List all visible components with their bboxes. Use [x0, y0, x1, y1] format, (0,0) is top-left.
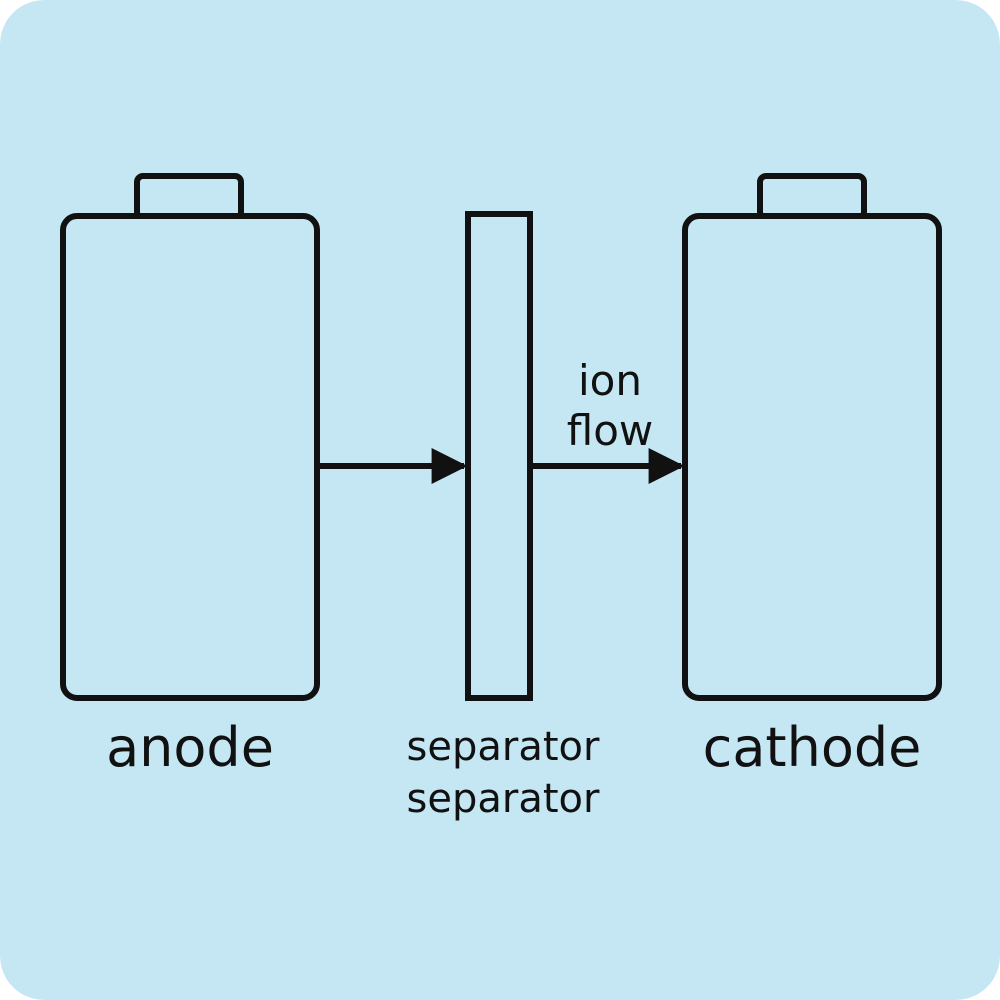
separator-plate [465, 211, 533, 701]
ion-flow-label-line1: ion [578, 356, 642, 405]
anode-terminal [134, 173, 244, 221]
ion-flow-label-line2: flow [567, 406, 654, 455]
separator-label-line1: separator [407, 724, 600, 770]
anode-battery-icon [60, 173, 320, 701]
anode-label: anode [106, 716, 274, 779]
cathode-terminal [757, 173, 867, 221]
separator-label-line2: separator [407, 776, 600, 822]
cathode-body [682, 213, 942, 701]
cathode-battery-icon [682, 173, 942, 701]
anode-body [60, 213, 320, 701]
cathode-label: cathode [703, 716, 922, 779]
